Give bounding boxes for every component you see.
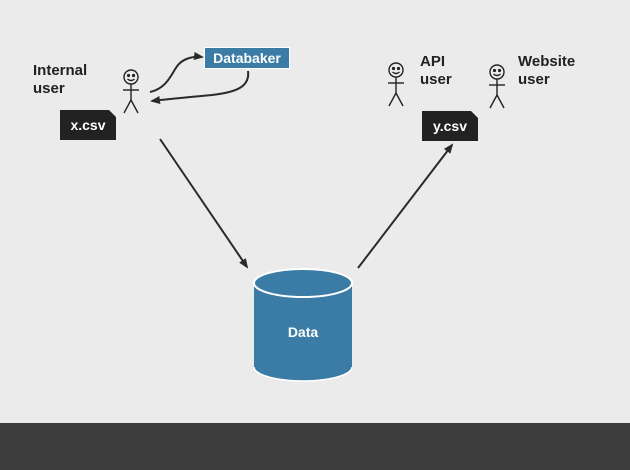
arrow-to-data	[159, 138, 249, 269]
input-file-document-icon: x.csv	[60, 110, 116, 140]
api-user-label: API user	[420, 53, 452, 88]
api-user-stick-figure-icon	[388, 62, 404, 107]
footer-bar	[0, 423, 630, 470]
arrow-from-databaker	[150, 70, 250, 104]
arrow-to-databaker	[149, 52, 204, 93]
database-cylinder-icon	[253, 268, 353, 382]
database-label: Data	[287, 324, 319, 340]
databaker-tool-box: Databaker	[204, 47, 290, 69]
internal-user-label: Internal user	[33, 62, 88, 97]
internal-user-stick-figure-icon	[123, 69, 139, 114]
input-file-label: x.csv	[70, 117, 106, 133]
website-user-label: Website user	[518, 53, 576, 88]
output-file-document-icon: y.csv	[422, 111, 478, 141]
arrow-to-output	[357, 143, 454, 269]
output-file-label: y.csv	[433, 118, 467, 134]
website-user-stick-figure-icon	[489, 64, 505, 109]
